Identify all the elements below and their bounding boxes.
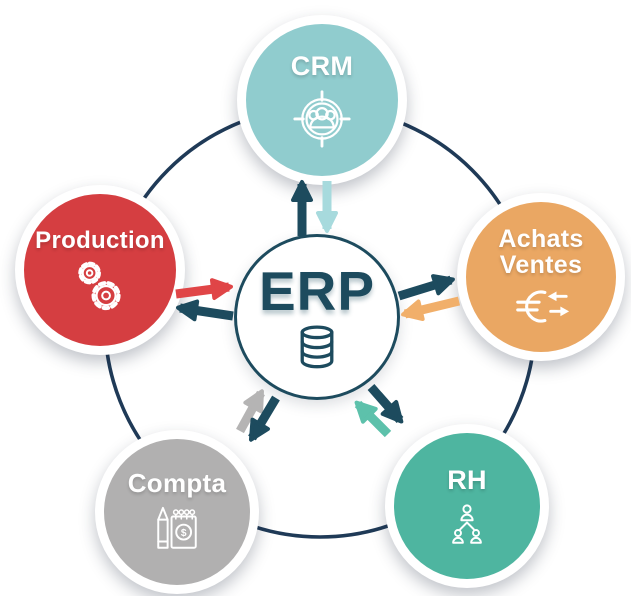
erp-center-node: ERP bbox=[234, 234, 400, 400]
database-icon bbox=[300, 324, 334, 368]
node-achats-ventes-label: Achats Ventes bbox=[498, 224, 584, 279]
euro-exchange-icon bbox=[516, 290, 570, 323]
node-compta-label: Compta bbox=[127, 467, 227, 498]
notepad-pencil-icon: $ bbox=[157, 507, 197, 549]
node-production: Production bbox=[15, 185, 185, 355]
target-customers-icon bbox=[293, 90, 351, 148]
org-chart-icon bbox=[452, 504, 482, 544]
node-compta: Compta $ bbox=[95, 430, 259, 594]
node-achats-ventes: Achats Ventes bbox=[457, 193, 625, 361]
dollar-glyph: $ bbox=[181, 528, 187, 539]
ventes-line: Ventes bbox=[499, 251, 583, 279]
achats-line: Achats bbox=[498, 224, 584, 253]
node-production-label: Production bbox=[35, 226, 165, 254]
erp-title: ERP bbox=[258, 259, 376, 322]
node-crm: CRM bbox=[237, 15, 407, 185]
node-crm-label: CRM bbox=[290, 51, 354, 82]
gears-icon bbox=[78, 261, 121, 311]
node-rh-label: RH bbox=[447, 465, 487, 496]
node-rh: RH bbox=[385, 424, 549, 588]
